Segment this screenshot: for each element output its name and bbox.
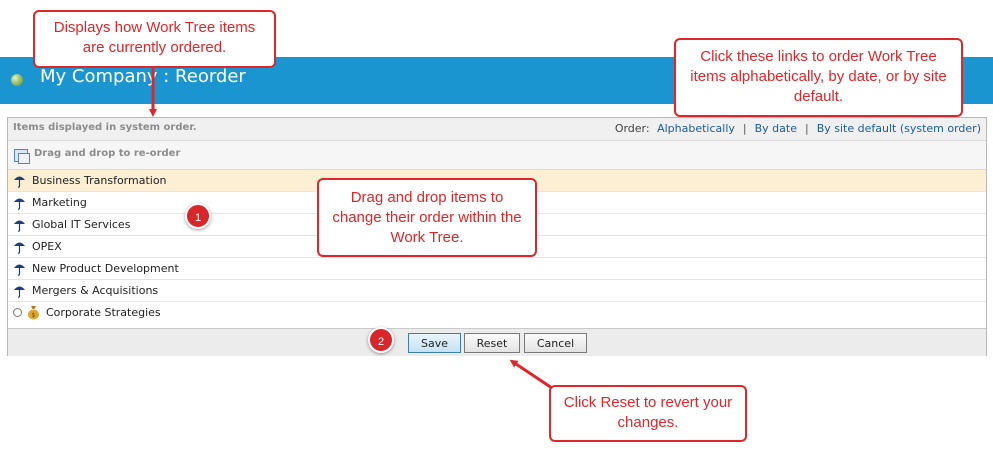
list-item[interactable]: OPEX [8, 236, 986, 258]
reset-button[interactable]: Reset [464, 333, 520, 353]
order-label: Order: [614, 122, 650, 135]
drag-drop-icon [14, 149, 30, 164]
umbrella-icon [14, 198, 25, 210]
drag-drop-bar: Drag and drop to re-order [8, 141, 986, 170]
list-item-label: Business Transformation [32, 174, 167, 187]
callout-drag-drop: Drag and drop items to change their orde… [317, 178, 537, 257]
money-bag-icon: $ [28, 306, 39, 320]
order-links: Order: Alphabetically | By date | By site de… [615, 122, 981, 135]
drag-drop-label: Drag and drop to re-order [34, 148, 181, 159]
page-title: My Company : Reorder [40, 66, 246, 87]
save-button[interactable]: Save [408, 333, 461, 353]
button-bar: Save Reset Cancel [8, 328, 986, 356]
order-bar: Items displayed in system order. Order: … [8, 118, 986, 141]
list-item-label: Global IT Services [32, 218, 131, 231]
separator: | [742, 122, 747, 135]
umbrella-icon [14, 264, 25, 276]
radio-circle-icon [13, 308, 22, 317]
step-badge: 2 [368, 327, 394, 353]
list-item-label: Mergers & Acquisitions [32, 284, 159, 297]
cancel-button[interactable]: Cancel [524, 333, 587, 353]
list-item[interactable]: New Product Development [8, 258, 986, 280]
arrow-to-reset-button [509, 359, 553, 390]
svg-text:$: $ [32, 312, 36, 319]
list-item[interactable]: $ Corporate Strategies [8, 302, 986, 323]
umbrella-icon [14, 176, 25, 188]
umbrella-icon [14, 242, 25, 254]
separator: | [804, 122, 809, 135]
callout-reset: Click Reset to revert your changes. [549, 385, 747, 442]
list-item-label: New Product Development [32, 262, 179, 275]
globe-icon [11, 74, 23, 86]
order-by-site-default-link[interactable]: By site default (system order) [816, 122, 981, 135]
list-item-label: OPEX [32, 240, 62, 253]
list-item[interactable]: Mergers & Acquisitions [8, 280, 986, 302]
system-order-text: Items displayed in system order. [13, 122, 197, 133]
order-alphabetically-link[interactable]: Alphabetically [657, 122, 735, 135]
umbrella-icon [14, 220, 25, 232]
list-item-label: Marketing [32, 196, 87, 209]
order-by-date-link[interactable]: By date [754, 122, 797, 135]
callout-order-display: Displays how Work Tree items are current… [33, 10, 276, 68]
list-item-label: Corporate Strategies [46, 306, 161, 319]
callout-order-links: Click these links to order Work Tree ite… [674, 38, 963, 117]
step-badge: 1 [185, 203, 211, 229]
umbrella-icon [14, 286, 25, 298]
